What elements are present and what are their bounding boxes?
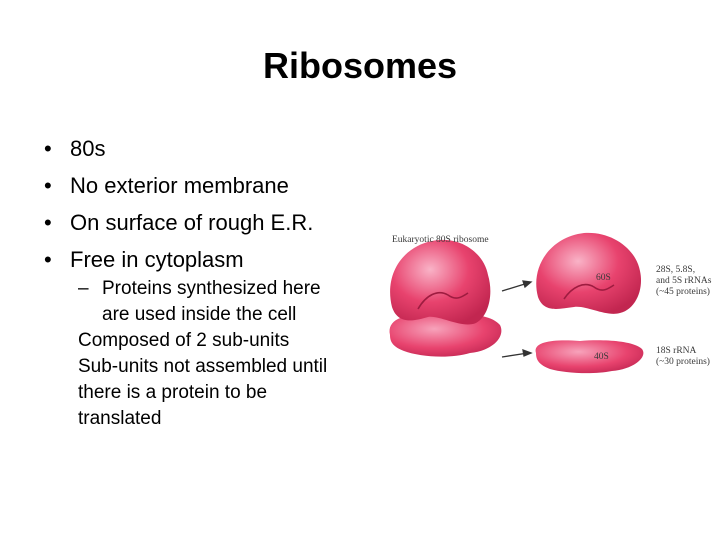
sub-bullet-item: – Proteins synthesized here are used ins… <box>78 276 348 328</box>
separation-arrows <box>501 280 533 358</box>
sub-bullet-text: Proteins synthesized here are used insid… <box>102 278 321 325</box>
plain-line: Sub-units not assembled until there is a… <box>78 356 328 429</box>
slide-title: Ribosomes <box>262 45 458 86</box>
arrow-head <box>522 280 533 289</box>
desc-line: (~45 proteins) <box>656 287 710 297</box>
bullet-item: 80s <box>44 130 364 167</box>
dash-marker: – <box>78 278 89 299</box>
desc-line: 28S, 5.8S, <box>656 265 696 275</box>
desc-line: 18S rRNA <box>656 346 697 356</box>
figure-caption: Eukaryotic 80S ribosome <box>392 235 489 245</box>
large-subunit-60s <box>536 232 642 314</box>
ribosome-figure: Eukaryotic 80S ribosome 60S 40S 28S, 5.8… <box>380 225 720 405</box>
bullet-item: No exterior membrane <box>44 167 364 204</box>
arrow-head <box>522 348 533 357</box>
desc-line: (~30 proteins) <box>656 357 710 367</box>
bullet-item: Free in cytoplasm <box>44 241 364 278</box>
ribosome-groove <box>417 291 469 310</box>
bullet-list: 80s No exterior membrane On surface of r… <box>44 130 364 278</box>
ribosome-small-subunit <box>389 314 502 357</box>
desc-line: and 5S rRNAs <box>656 276 712 286</box>
plain-line: Composed of 2 sub-units <box>78 330 290 351</box>
small-subunit-40s <box>535 340 644 374</box>
ribosome-illustration <box>389 232 644 374</box>
large-subunit-label: 60S <box>596 273 611 283</box>
large-subunit-desc: 28S, 5.8S, and 5S rRNAs (~45 proteins) <box>656 265 711 298</box>
small-subunit-desc: 18S rRNA (~30 proteins) <box>656 346 710 368</box>
ribosome-large-subunit <box>390 239 491 325</box>
assembled-ribosome <box>389 239 502 357</box>
sub-content: – Proteins synthesized here are used ins… <box>78 276 348 432</box>
large-subunit-groove <box>563 283 615 300</box>
bullet-item: On surface of rough E.R. <box>44 204 364 241</box>
small-subunit-label: 40S <box>594 352 609 362</box>
